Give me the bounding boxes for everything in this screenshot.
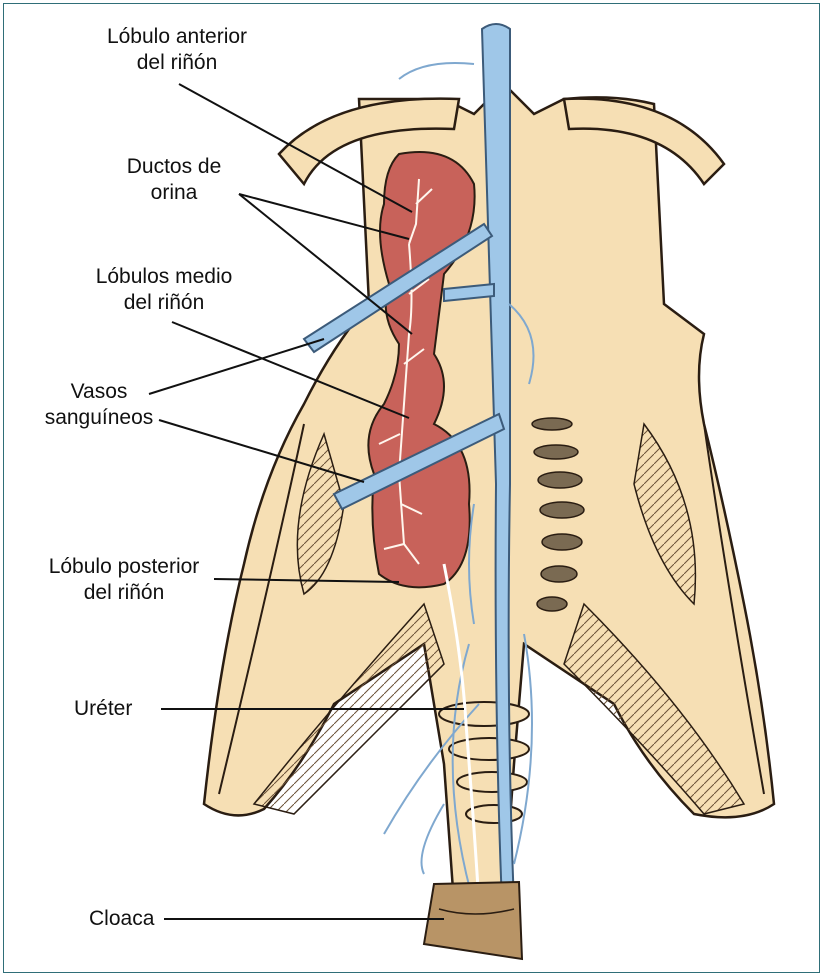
label-cloaca: Cloaca [89,906,174,932]
label-anterior-lobe: Lóbulo anterior del riñón [72,24,282,76]
diagram-frame: Lóbulo anterior del riñón Ductos de orin… [3,3,820,973]
bird-kidney-illustration [4,4,820,973]
label-urine-ducts: Ductos de orina [109,154,239,206]
cloaca [424,882,522,959]
label-blood-vessels: Vasos sanguíneos [29,379,169,431]
label-posterior-lobe: Lóbulo posterior del riñón [19,554,229,606]
label-ureter: Uréter [74,696,159,722]
label-middle-lobes: Lóbulos medio del riñón [64,264,264,316]
